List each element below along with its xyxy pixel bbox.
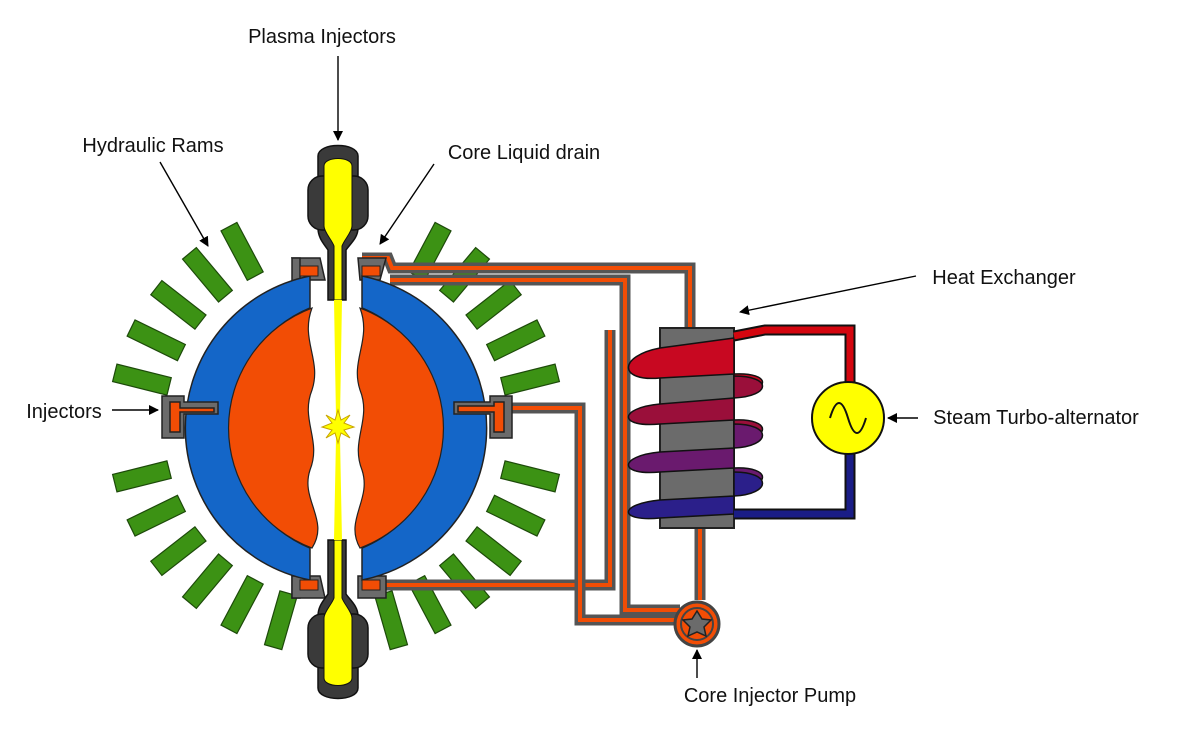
drain-channels <box>299 265 381 591</box>
label-injectors: Injectors <box>26 401 102 423</box>
label-hydraulic-rams: Hydraulic Rams <box>82 135 223 157</box>
top-drain-pipe-inner <box>390 274 680 616</box>
star-rotor-icon <box>681 609 713 638</box>
hydraulic-ram <box>149 279 207 331</box>
arrow-core-liquid-drain <box>379 163 435 245</box>
label-core-liquid-drain: Core Liquid drain <box>448 142 600 164</box>
hydraulic-ram <box>263 590 298 651</box>
callout-arrows <box>112 56 918 678</box>
hydraulic-ram <box>485 494 546 537</box>
coil-loop-2 <box>628 375 764 441</box>
side-injector-right <box>453 395 513 439</box>
label-core-injector-pump: Core Injector Pump <box>684 685 856 707</box>
plasma-injector-top <box>307 144 369 301</box>
hydraulic-ram <box>181 553 234 610</box>
hydraulic-ram <box>126 319 187 362</box>
heat-exchanger-coil <box>628 337 764 520</box>
hydraulic-ram <box>220 221 265 282</box>
steam-turbo-alternator <box>811 381 885 455</box>
hydraulic-ram <box>499 460 561 493</box>
injector-feed-pipe <box>510 402 680 626</box>
core-injector-pump <box>673 600 721 648</box>
arrow-hydraulic-rams <box>159 161 209 247</box>
hydraulic-ram <box>374 590 409 651</box>
liquid-core <box>227 306 445 549</box>
bottom-drain-pipe <box>362 330 616 591</box>
liquid-right <box>354 306 445 549</box>
hydraulic-ram <box>499 363 561 396</box>
hydraulic-ram <box>465 525 523 577</box>
hydraulic-ram <box>111 363 173 396</box>
label-heat-exchanger: Heat Exchanger <box>932 267 1076 289</box>
hydraulic-rams <box>111 221 561 651</box>
label-steam-turbo-alternator: Steam Turbo-alternator <box>933 407 1139 429</box>
hydraulic-ram <box>111 460 173 493</box>
coil-loop-3 <box>628 423 764 489</box>
hydraulic-ram <box>181 246 234 303</box>
arrow-heat-exchanger <box>739 275 917 316</box>
plasma-injector-bottom <box>307 539 369 700</box>
hydraulic-ram <box>149 525 207 577</box>
hydraulic-ram <box>465 279 523 331</box>
heat-exchanger <box>628 327 764 529</box>
starburst-icon <box>320 408 356 445</box>
hydraulic-ram <box>126 494 187 537</box>
coolant-piping <box>362 252 706 626</box>
hydraulic-ram <box>220 574 265 635</box>
coil-loop-4 <box>628 471 764 520</box>
sine-wave-icon <box>829 402 867 434</box>
hydraulic-ram <box>485 319 546 362</box>
steam-loop <box>732 324 856 520</box>
liquid-left <box>227 306 319 549</box>
label-plasma-injectors: Plasma Injectors <box>248 26 396 48</box>
plasma-jets <box>334 300 342 540</box>
side-injector-left <box>161 395 219 439</box>
labels: Plasma Injectors Hydraulic Rams Core Liq… <box>26 26 1139 707</box>
